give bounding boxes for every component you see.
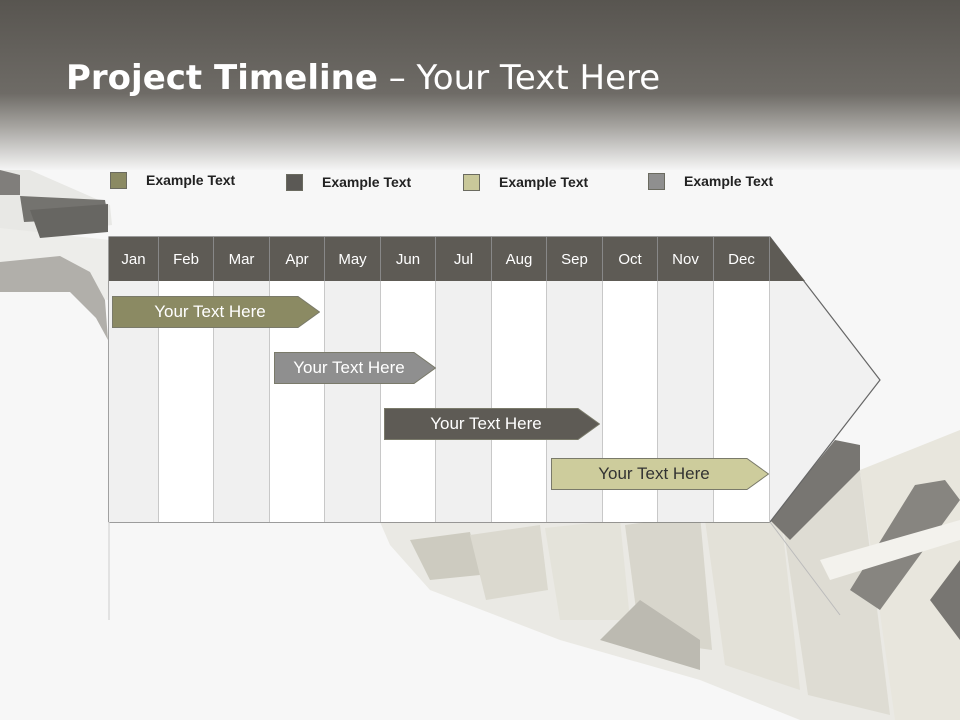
task-arrow-shape [384, 408, 600, 440]
title-rest: – Your Text Here [377, 58, 661, 98]
month-label-jun: Jun [381, 237, 436, 281]
task-label: Your Text Here [293, 358, 405, 377]
month-column-jun [381, 281, 436, 522]
legend-swatch-4 [648, 172, 665, 190]
task-bar-2[interactable]: Your Text Here [274, 352, 436, 384]
month-label-may: May [325, 237, 381, 281]
task-arrow-shape [274, 352, 436, 384]
task-bar-1[interactable]: Your Text Here [112, 296, 320, 328]
legend-label-2: Example Text [322, 174, 412, 190]
task-arrow-shape [551, 458, 769, 490]
legend-item-4: Example Text [648, 171, 773, 191]
legend-label-4: Example Text [684, 173, 774, 189]
month-label-jan: Jan [109, 237, 159, 281]
task-label: Your Text Here [430, 414, 542, 433]
legend-label-1: Example Text [146, 172, 236, 188]
header-band: Project Timeline – Your Text Here [0, 0, 960, 170]
month-label-nov: Nov [658, 237, 714, 281]
legend-item-2: Example Text [286, 172, 411, 192]
month-label-feb: Feb [159, 237, 214, 281]
month-label-sep: Sep [547, 237, 603, 281]
legend-label-3: Example Text [499, 174, 589, 190]
task-label: Your Text Here [154, 302, 266, 321]
month-label-aug: Aug [492, 237, 547, 281]
legend-swatch-2 [286, 173, 303, 191]
month-label-jul: Jul [436, 237, 492, 281]
month-label-mar: Mar [214, 237, 270, 281]
month-label-apr: Apr [270, 237, 325, 281]
task-label: Your Text Here [598, 464, 710, 483]
legend-item-3: Example Text [463, 172, 588, 192]
month-column-aug [492, 281, 547, 522]
title-bold: Project Timeline [66, 58, 378, 98]
legend-swatch-1 [110, 171, 127, 189]
legend-swatch-3 [463, 173, 480, 191]
month-column-jul [436, 281, 492, 522]
month-label-oct: Oct [603, 237, 658, 281]
task-bar-4[interactable]: Your Text Here [551, 458, 769, 490]
task-arrow-shape [112, 296, 320, 328]
month-label-dec: Dec [714, 237, 770, 281]
legend-item-1: Example Text [110, 170, 235, 190]
month-column-may [325, 281, 381, 522]
page-title: Project Timeline – Your Text Here [66, 58, 660, 98]
task-bar-3[interactable]: Your Text Here [384, 408, 600, 440]
